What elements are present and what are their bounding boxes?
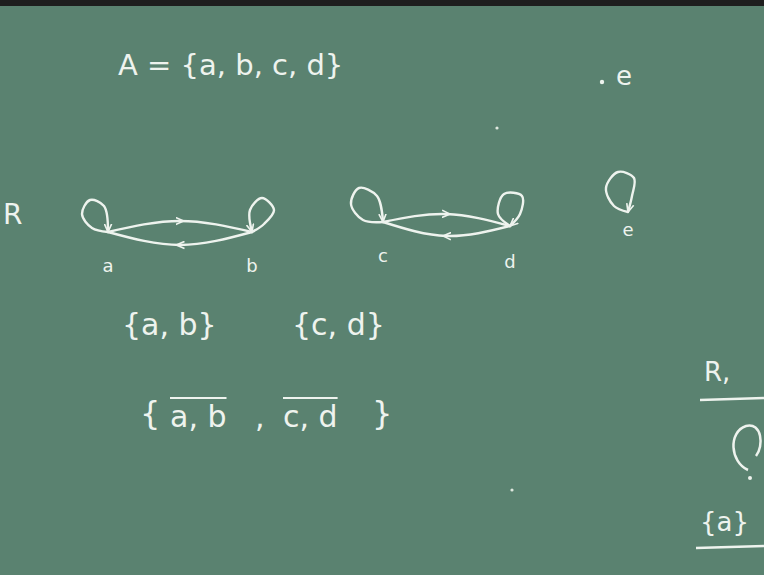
chalk-label: {a, b} — [122, 308, 217, 341]
self-loop — [351, 188, 383, 222]
underline — [700, 398, 764, 400]
chalk-label: c, d — [283, 400, 338, 433]
chalk-label: { — [140, 396, 160, 431]
self-loop — [249, 198, 274, 232]
chalk-dot — [495, 126, 498, 129]
chalk-label: R, — [704, 358, 730, 387]
graph-vertex: e — [619, 212, 636, 240]
chalk-label: } — [372, 396, 392, 431]
graph-vertex: a — [99, 232, 116, 276]
chalk-label: A = {a, b, c, d} — [118, 50, 343, 82]
relation-arc — [383, 214, 510, 226]
chalk-label: {c, d} — [292, 308, 385, 341]
chalk-label: {a} — [700, 508, 749, 537]
vertex-label: e — [622, 220, 633, 240]
chalk-label: e — [616, 62, 632, 91]
vertex-label: b — [246, 256, 257, 276]
self-loop — [82, 200, 108, 232]
self-loop — [606, 172, 635, 212]
relation-arc — [108, 221, 252, 232]
vertex-label: d — [504, 252, 515, 272]
underline — [696, 546, 764, 548]
vertex-label: a — [102, 256, 113, 276]
chalk-dot — [748, 476, 752, 480]
graph-vertex: c — [375, 222, 391, 266]
board-frame — [0, 0, 764, 6]
chalk-dot — [510, 488, 513, 491]
loop-sketch — [733, 426, 760, 470]
chalk-dot — [600, 80, 604, 84]
vertex-label: c — [378, 246, 388, 266]
chalk-label: a, b — [170, 400, 227, 433]
relation-arc — [383, 222, 510, 236]
self-loop — [498, 193, 523, 226]
relation-arc — [108, 232, 252, 245]
chalk-label: R — [3, 200, 22, 231]
graph-vertex: d — [501, 226, 518, 272]
graph-vertex: b — [243, 232, 260, 276]
chalk-label: , — [255, 400, 265, 433]
